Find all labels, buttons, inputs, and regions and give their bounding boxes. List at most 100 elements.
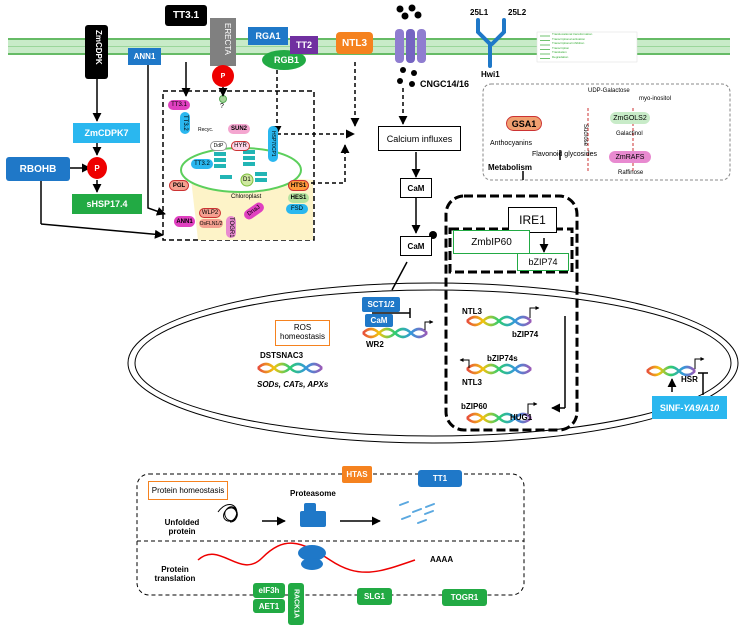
gsa1-pill: GSA1 xyxy=(506,116,542,131)
legend-item: Transcriptional activation xyxy=(552,37,586,41)
metabolism-title: Metabolism xyxy=(488,163,533,172)
tt32-pill: TT3.2 xyxy=(191,159,213,169)
chloroplast-protein-pill: TOGR1 xyxy=(226,216,236,238)
tt31-chloroplast: TT3.1 xyxy=(168,100,190,110)
hyr-pill: HYR xyxy=(231,141,250,151)
bzip74-er-box: bZIP74 xyxy=(517,253,569,271)
cell-region-box xyxy=(162,90,315,241)
cam-box-upper: CaM xyxy=(400,178,432,198)
calcium-influx-box: Calcium influxes xyxy=(378,126,461,151)
bzip74s-label: bZIP74s xyxy=(487,354,518,363)
tt31-membrane: TT3.1 xyxy=(165,5,207,26)
sucrose-label: Sucrose xyxy=(582,124,588,147)
unfolded-protein-label: Unfolded protein xyxy=(164,517,200,536)
hsr-label: HSR xyxy=(681,375,698,384)
solid-arrows xyxy=(40,62,677,526)
osfln-pill: OsFLN1/2 xyxy=(199,219,223,228)
zmcdpk-shape xyxy=(85,25,108,79)
nucleus-outer xyxy=(127,282,739,444)
unknown-step: ? xyxy=(220,103,224,110)
protein-homeostasis-box: Protein homeostasis xyxy=(148,481,228,500)
hes1-pill: HES1 xyxy=(288,193,309,203)
flavonoid-label: Flavonoid glycosides xyxy=(532,151,597,158)
slg1-box: SLG1 xyxy=(357,588,392,605)
erecta-phospho-badge: P xyxy=(220,72,226,80)
inhibition-bars xyxy=(372,308,708,395)
erecta-label: ERECTA xyxy=(223,23,232,55)
htas-box: HTAS xyxy=(342,466,372,483)
mrna-strand xyxy=(197,542,416,573)
calcium-ions xyxy=(396,4,422,87)
wlp2-pill: WLP2 xyxy=(199,208,221,218)
chloroplast-label: Chloroplast xyxy=(231,194,262,200)
degraded-fragments xyxy=(399,501,435,524)
rga1-box: RGA1 xyxy=(248,27,288,45)
rgb1-label: RGB1 xyxy=(274,55,300,65)
metabolism-box xyxy=(482,83,731,181)
anthocyanins-label: Anthocyanins xyxy=(490,140,533,147)
hwi1-receptor xyxy=(476,18,506,68)
proteasome-label: Proteasome xyxy=(290,489,336,498)
zmcdpk-label: ZmCDPK xyxy=(94,30,103,65)
hts1-pill: HTS1 xyxy=(288,180,309,191)
polya-label: AAAA xyxy=(430,555,454,564)
arrow-legend xyxy=(536,31,638,63)
transcription-arrows xyxy=(424,306,705,414)
chloroplast-shape xyxy=(180,147,302,193)
ire1-box: IRE1 xyxy=(508,207,557,233)
cam-nucleus-box: CaM xyxy=(365,314,393,327)
zmbip60-box: ZmbIP60 xyxy=(453,230,530,254)
25l2-label: 25L2 xyxy=(508,8,527,17)
zmrafs-pill: ZmRAFS xyxy=(609,151,651,163)
aet1-box: AET1 xyxy=(253,599,285,613)
erecta-shape xyxy=(210,18,236,103)
hwi1-label: Hwi1 xyxy=(481,70,500,79)
ntl3-gene-label-2: NTL3 xyxy=(462,378,482,387)
zmcdpk7-box: ZmCDPK7 xyxy=(73,123,140,143)
unfolded-protein-squiggle xyxy=(217,503,238,523)
rgb1-shape xyxy=(262,50,306,70)
sct12-box: SCT1/2 xyxy=(362,297,400,312)
fsd-pill: FSD xyxy=(286,204,308,214)
thylakoid-stacks xyxy=(214,150,267,182)
ribosome-shape xyxy=(298,545,326,570)
sinf-box: SINF-YA9/A10 xyxy=(652,396,727,419)
cngc-label: CNGC14/16 xyxy=(420,79,470,89)
legend-item: Translation xyxy=(552,50,567,54)
eif3h-box: eIF3h xyxy=(253,583,285,598)
bzip60-label: bZIP60 xyxy=(461,402,488,411)
udp-label: UDP-Galactose xyxy=(588,88,630,94)
cngc-channel xyxy=(395,29,426,63)
galactinol-label: Galactinol xyxy=(616,131,643,137)
25l1-label: 25L1 xyxy=(470,8,489,17)
ann1-membrane: ANN1 xyxy=(128,48,161,65)
raffinose-label: Raffinose xyxy=(618,170,644,176)
cam-box-lower: CaM xyxy=(400,236,432,256)
sod-cat-apx-label: SODs, CATs, APXs xyxy=(257,380,329,389)
legend-item: Transcription xyxy=(552,46,570,50)
protein-box xyxy=(136,473,525,596)
dashed-arrows xyxy=(218,62,408,184)
nucleus-inner xyxy=(134,289,732,437)
hsp70-pill: HSP70CP1 xyxy=(268,126,278,162)
ros-homeostasis-box: ROS homeostasis xyxy=(275,320,330,346)
dna-strands xyxy=(257,315,696,424)
ntl3-gene-label: NTL3 xyxy=(462,307,482,316)
togr1-box: TOGR1 xyxy=(442,589,487,606)
d1-label: D1 xyxy=(243,177,251,183)
proteasome-shape xyxy=(300,503,326,527)
rbohb-box: RBOHB xyxy=(6,157,70,181)
tt32-vertical: TT3.2 xyxy=(180,112,190,134)
wr2-label: WR2 xyxy=(366,340,384,349)
protein-translation-label: Protein translation xyxy=(154,564,196,583)
tt1-box: TT1 xyxy=(418,470,462,487)
legend-item: Transcriptional inhibition xyxy=(552,41,585,45)
myo-label: myo-inositol xyxy=(639,96,672,102)
zmgols2-pill: ZmGOLS2 xyxy=(610,112,650,124)
bzip74-gene-label: bZIP74 xyxy=(512,330,539,339)
hug1-label: HUG1 xyxy=(510,413,533,422)
legend-item: Degradation xyxy=(552,55,569,59)
sun2-pill: SUN2 xyxy=(228,124,250,134)
er-box xyxy=(444,194,579,432)
shsp-box: sHSP17.4 xyxy=(72,194,142,214)
